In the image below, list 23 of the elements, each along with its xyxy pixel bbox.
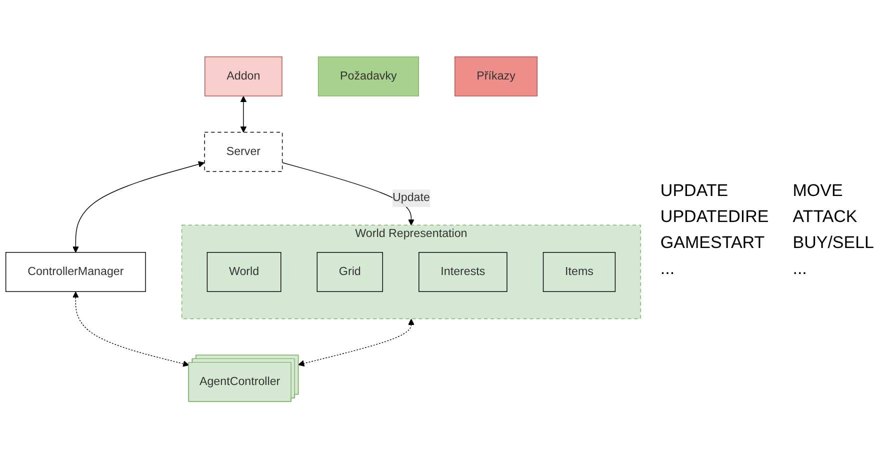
arrow — [72, 292, 190, 368]
message-name: ATTACK — [792, 206, 858, 226]
node-box: Interests — [418, 252, 508, 292]
arrow — [298, 319, 414, 367]
node-box: Addon — [204, 56, 282, 97]
message-name: MOVE — [792, 180, 844, 200]
arrow — [282, 162, 414, 226]
edge-label: Update — [392, 192, 430, 204]
message-name: UPDATE — [660, 180, 730, 200]
node-box: World — [206, 252, 282, 292]
message-name: ... — [660, 258, 676, 278]
node-box: Server — [204, 132, 283, 172]
node-box: ControllerManager — [5, 252, 146, 292]
node-box: Požadavky — [318, 56, 419, 97]
message-name: BUY/SELL — [792, 232, 874, 252]
message-name: ... — [792, 258, 808, 278]
node-box: Grid — [316, 252, 383, 292]
arrow — [240, 96, 247, 133]
node-box: Příkazy — [454, 56, 538, 97]
message-name: GAMESTART — [660, 232, 766, 252]
arrow — [72, 162, 205, 253]
node-box: Items — [542, 252, 616, 292]
message-name: UPDATEDIRE — [660, 206, 769, 226]
